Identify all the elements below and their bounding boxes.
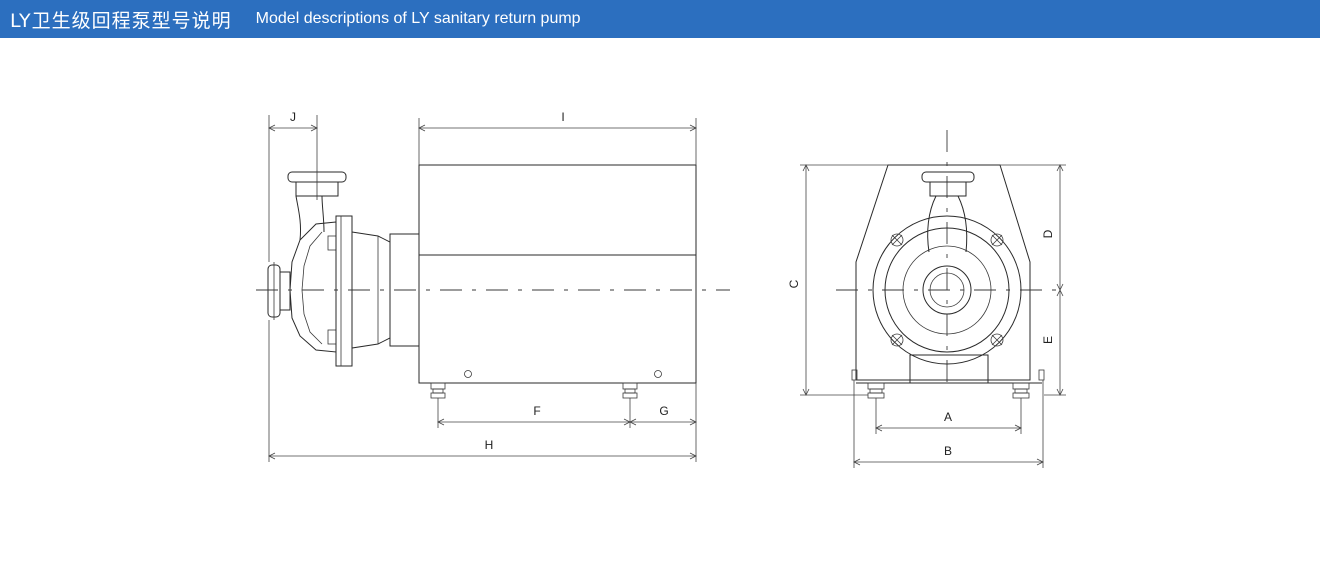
front-view: C D E A B [787, 130, 1066, 468]
bolt-holes [890, 233, 1004, 347]
header-bar: LY卫生级回程泵型号说明 Model descriptions of LY sa… [0, 0, 1320, 38]
front-body [855, 164, 1031, 381]
technical-drawing: J I F G H [0, 38, 1320, 568]
dim-label-g: G [659, 404, 668, 418]
flange-plate [335, 215, 353, 367]
dim-label-a: A [944, 410, 952, 424]
title-chinese: LY卫生级回程泵型号说明 [10, 9, 232, 32]
dim-label-f: F [533, 404, 540, 418]
dim-label-e: E [1041, 336, 1055, 344]
motor-body [418, 164, 697, 384]
front-outlet-flange [921, 171, 975, 183]
dim-label-j: J [290, 110, 296, 124]
title-english: Model descriptions of LY sanitary return… [255, 10, 581, 27]
motor-feet [430, 370, 662, 399]
casing-outer-circle [872, 215, 1022, 365]
pump-casing [289, 221, 337, 353]
dim-label-c: C [787, 279, 801, 288]
dim-label-h: H [485, 438, 494, 452]
dim-label-i: I [561, 110, 564, 124]
dim-label-d: D [1041, 229, 1055, 238]
inlet-circle [922, 265, 972, 315]
dim-label-b: B [944, 444, 952, 458]
side-view: J I F G H [256, 110, 730, 462]
